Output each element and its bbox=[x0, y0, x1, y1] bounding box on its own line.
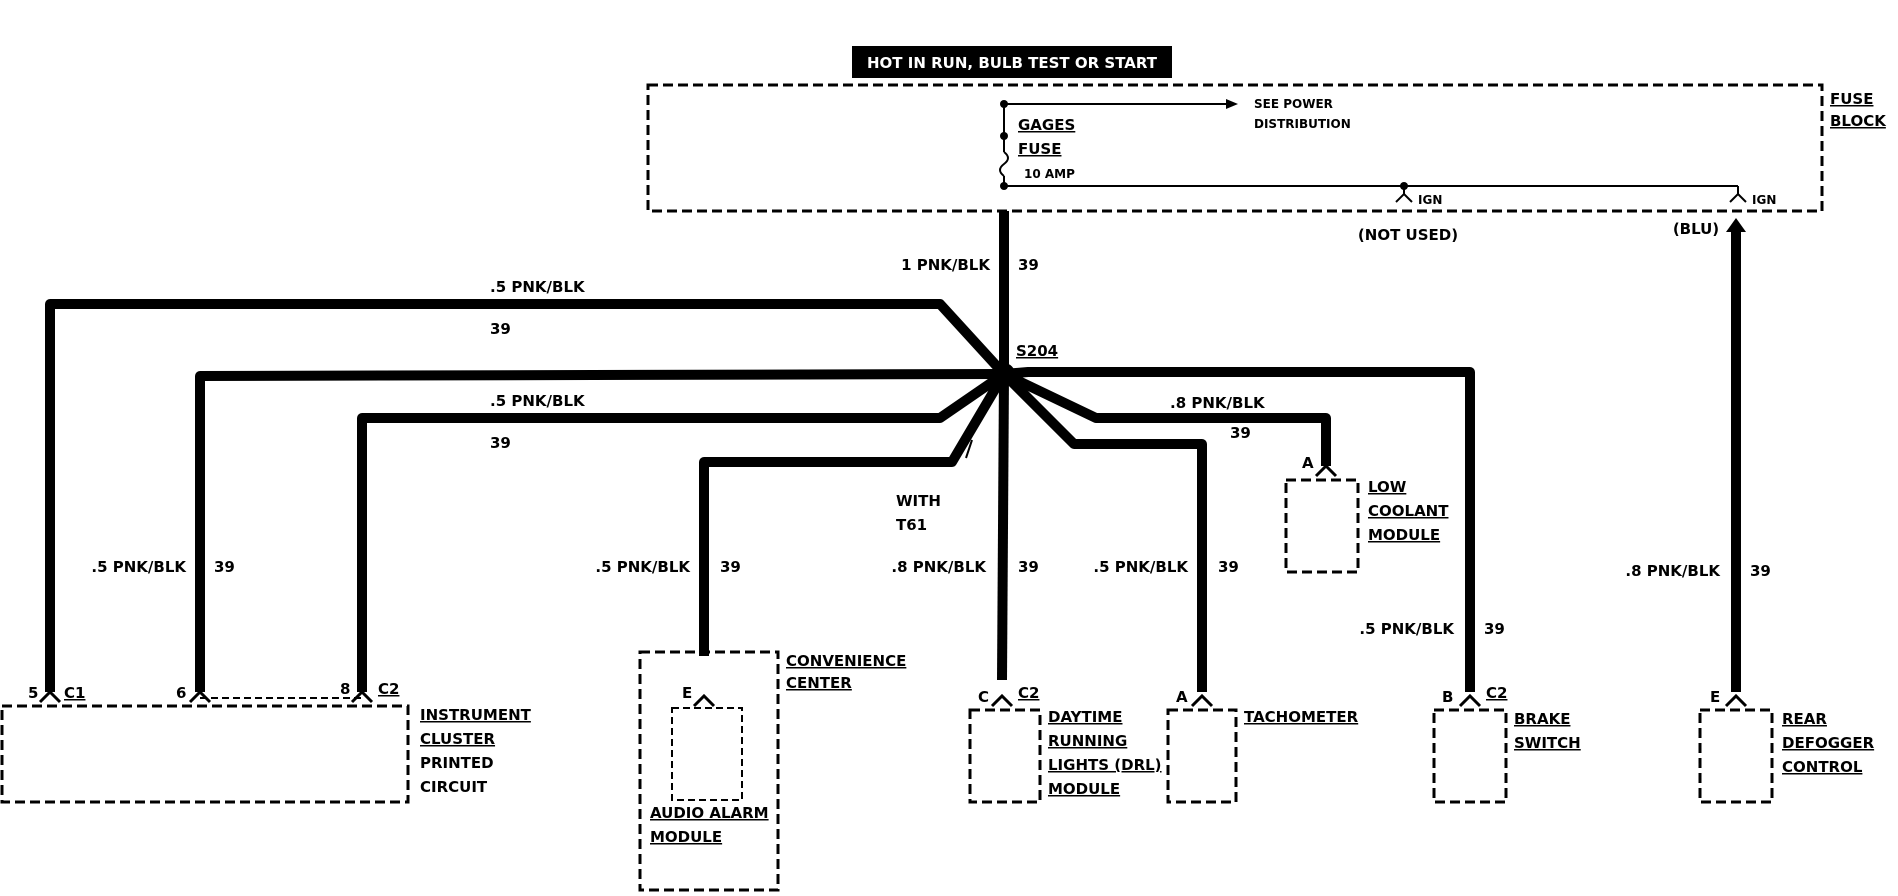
low-coolant-module: LOW COOLANT MODULE bbox=[1284, 478, 1449, 574]
ic-label-4: CIRCUIT bbox=[420, 778, 488, 796]
convenience-center: CONVENIENCE CENTER bbox=[638, 650, 906, 892]
brake-switch: BRAKE SWITCH bbox=[1432, 708, 1581, 804]
defog-pin: E bbox=[1710, 688, 1720, 706]
ign-label-2: IGN bbox=[1752, 193, 1776, 207]
banner-text: HOT IN RUN, BULB TEST OR START bbox=[867, 54, 1158, 72]
rear-defogger-control: REAR DEFOGGER CONTROL bbox=[1698, 708, 1875, 804]
brake-conn: C2 bbox=[1486, 684, 1507, 702]
coolant-label-1: LOW bbox=[1368, 478, 1407, 496]
wire-to-ic-c1-pin5 bbox=[45, 299, 1008, 692]
w-defog-circuit: 39 bbox=[1750, 562, 1771, 580]
w-c1-top-gauge: .5 PNK/BLK bbox=[490, 278, 586, 296]
cc-label-1: CONVENIENCE bbox=[786, 652, 906, 670]
power-banner: HOT IN RUN, BULB TEST OR START bbox=[852, 46, 1172, 78]
w-audio-gauge: .5 PNK/BLK bbox=[595, 558, 691, 576]
wire-to-tachometer bbox=[1000, 370, 1207, 692]
ign-terminal-2-icon bbox=[1729, 186, 1747, 203]
ic-pin-6: 6 bbox=[176, 684, 186, 702]
ic-c2-label: C2 bbox=[378, 680, 399, 698]
audio-label-1: AUDIO ALARM bbox=[650, 804, 769, 822]
w-c2-top-circuit: 39 bbox=[214, 558, 235, 576]
w-coolant-circuit: 39 bbox=[1230, 424, 1251, 442]
see-power-text-2: DISTRIBUTION bbox=[1254, 117, 1351, 131]
drl-label-3: LIGHTS (DRL) bbox=[1048, 756, 1162, 774]
audio-alarm-module: AUDIO ALARM MODULE bbox=[650, 707, 769, 846]
drl-label-2: RUNNING bbox=[1048, 732, 1127, 750]
w-defog-gauge: .8 PNK/BLK bbox=[1625, 562, 1721, 580]
drl-conn: C2 bbox=[1018, 684, 1039, 702]
fuse-icon bbox=[999, 151, 1009, 177]
option-tick bbox=[965, 439, 973, 459]
audio-pin: E bbox=[682, 684, 692, 702]
ic-label-3: PRINTED bbox=[420, 754, 494, 772]
drl-module: DAYTIME RUNNING LIGHTS (DRL) MODULE bbox=[968, 708, 1162, 804]
audio-label-2: MODULE bbox=[650, 828, 722, 846]
cc-label-2: CENTER bbox=[786, 674, 852, 692]
not-used-label: (NOT USED) bbox=[1358, 226, 1458, 244]
brake-label-2: SWITCH bbox=[1514, 734, 1581, 752]
wire-to-ic-c2-pin8 bbox=[357, 369, 1007, 692]
ic-label-2: CLUSTER bbox=[420, 730, 495, 748]
w-drl-circuit: 39 bbox=[1018, 558, 1039, 576]
brake-label-1: BRAKE bbox=[1514, 710, 1570, 728]
w-c2-top-gauge: .5 PNK/BLK bbox=[91, 558, 187, 576]
blu-label: (BLU) bbox=[1673, 220, 1719, 238]
see-power-text-1: SEE POWER bbox=[1254, 97, 1333, 111]
w-drl-gauge: .8 PNK/BLK bbox=[891, 558, 987, 576]
w-tach-gauge: .5 PNK/BLK bbox=[1093, 558, 1189, 576]
ic-pin-5: 5 bbox=[28, 684, 38, 702]
w-c2-mid-gauge: .5 PNK/BLK bbox=[490, 392, 586, 410]
drl-label-4: MODULE bbox=[1048, 780, 1120, 798]
defog-label-1: REAR bbox=[1782, 710, 1827, 728]
coolant-label-3: MODULE bbox=[1368, 526, 1440, 544]
defog-label-3: CONTROL bbox=[1782, 758, 1863, 776]
fuse-block-label-2: BLOCK bbox=[1830, 112, 1887, 130]
ic-c1-label: C1 bbox=[64, 684, 85, 702]
w-audio-circuit: 39 bbox=[720, 558, 741, 576]
drl-pin: C bbox=[978, 688, 989, 706]
main-wire-gauge: 1 PNK/BLK bbox=[901, 256, 991, 274]
splice-label: S204 bbox=[1016, 342, 1058, 360]
w-brake-gauge: .5 PNK/BLK bbox=[1359, 620, 1455, 638]
defog-label-2: DEFOGGER bbox=[1782, 734, 1875, 752]
w-brake-circuit: 39 bbox=[1484, 620, 1505, 638]
with-option-2: T61 bbox=[896, 516, 927, 534]
fuse-node-2 bbox=[1000, 132, 1008, 140]
wire-to-ic-c2-pin6 bbox=[195, 369, 1005, 692]
with-option-1: WITH bbox=[896, 492, 941, 510]
instrument-cluster: INSTRUMENT CLUSTER PRINTED CIRCUIT bbox=[0, 704, 532, 804]
w-coolant-gauge: .8 PNK/BLK bbox=[1170, 394, 1266, 412]
ign-label-1: IGN bbox=[1418, 193, 1442, 207]
brake-pin: B bbox=[1442, 688, 1453, 706]
w-c2-mid-circuit: 39 bbox=[490, 434, 511, 452]
defog-arrow-icon bbox=[1726, 218, 1746, 232]
ic-label-1: INSTRUMENT bbox=[420, 706, 532, 724]
fuse-block: FUSE BLOCK SEE POWER DISTRIBUTION GAGES … bbox=[646, 83, 1887, 213]
tachometer: TACHOMETER bbox=[1166, 708, 1359, 804]
fuse-name-1: GAGES bbox=[1018, 116, 1075, 134]
wire-to-brake-switch bbox=[1003, 367, 1475, 692]
tach-pin: A bbox=[1176, 688, 1188, 706]
wire-to-drl bbox=[997, 373, 1009, 681]
ic-pin-8: 8 bbox=[340, 680, 350, 698]
wire-to-low-coolant bbox=[1001, 369, 1331, 466]
w-tach-circuit: 39 bbox=[1218, 558, 1239, 576]
fuse-name-2: FUSE bbox=[1018, 140, 1061, 158]
ign-terminal-1-icon bbox=[1395, 182, 1413, 203]
w-c1-top-circuit: 39 bbox=[490, 320, 511, 338]
coolant-pin: A bbox=[1302, 454, 1314, 472]
tach-label: TACHOMETER bbox=[1244, 708, 1359, 726]
connector-icons bbox=[38, 463, 1748, 708]
drl-label-1: DAYTIME bbox=[1048, 708, 1122, 726]
see-power-arrow-icon bbox=[1226, 99, 1238, 109]
fuse-block-label-1: FUSE bbox=[1830, 90, 1873, 108]
main-wire-circuit: 39 bbox=[1018, 256, 1039, 274]
coolant-label-2: COOLANT bbox=[1368, 502, 1449, 520]
wire-to-audio-alarm bbox=[699, 371, 1009, 656]
fuse-rating: 10 AMP bbox=[1024, 167, 1075, 181]
